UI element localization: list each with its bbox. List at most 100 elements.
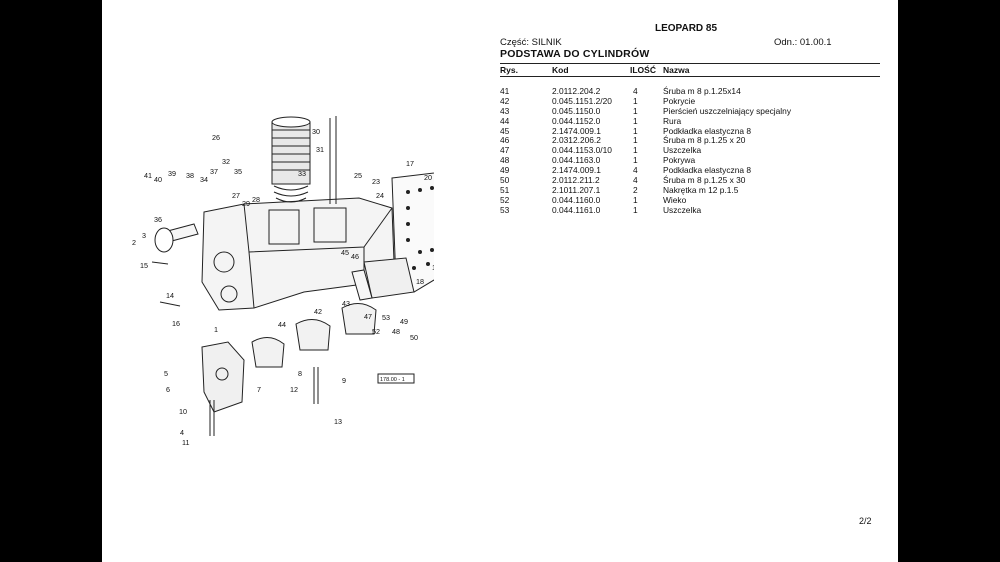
cell-rys: 44 [500, 115, 510, 126]
cell-kod: 0.045.1150.0 [552, 105, 601, 116]
diagram-callout: 11 [182, 438, 189, 447]
cell-nazwa: Pierścień uszczelniający specjalny [663, 105, 792, 116]
table-row: 41 2.0112.204.2 4 Śruba m 8 p.1.25x14 [500, 86, 880, 96]
diagram-callout: 18 [416, 277, 424, 286]
cell-ilosc: 1 [633, 95, 638, 106]
cell-ilosc: 1 [633, 155, 638, 166]
diagram-callout: 9 [342, 376, 346, 385]
diagram-callout: 32 [222, 157, 230, 166]
cell-rys: 47 [500, 145, 510, 156]
diagram-callout: 34 [200, 175, 208, 184]
diagram-callout: 45 [341, 248, 349, 257]
part-label: Część: SILNIK [500, 37, 562, 48]
diagram-callout: 19 [432, 263, 434, 272]
cell-rys: 41 [500, 86, 510, 96]
cell-rys: 43 [500, 105, 510, 116]
diagram-callout: 33 [298, 169, 306, 178]
cell-ilosc: 4 [633, 86, 638, 96]
diagram-callout: 35 [234, 167, 242, 176]
cell-kod: 2.0112.204.2 [552, 86, 601, 96]
cell-rys: 46 [500, 135, 510, 146]
diagram-callout: 15 [140, 261, 148, 270]
diagram-callout: 1 [214, 325, 218, 334]
cell-nazwa: Rura [663, 115, 682, 126]
cell-rys: 53 [500, 204, 510, 215]
diagram-callout: 44 [278, 320, 286, 329]
table-row: 52 0.044.1160.0 1 Wieko [500, 195, 880, 205]
document-title: LEOPARD 85 [655, 23, 718, 34]
diagram-callout: 5 [164, 369, 168, 378]
diagram-callout: 17 [406, 159, 414, 168]
cell-nazwa: Uszczelka [663, 145, 702, 156]
cell-ilosc: 1 [633, 145, 638, 156]
diagram-callout: 13 [334, 417, 342, 426]
cell-rys: 49 [500, 165, 510, 176]
reference-number: Odn.: 01.00.1 [774, 37, 832, 48]
cell-ilosc: 4 [633, 175, 638, 186]
diagram-callout: 28 [252, 195, 260, 204]
cell-kod: 2.0312.206.2 [552, 135, 601, 146]
cell-nazwa: Śruba m 8 p.1.25 x 30 [663, 175, 746, 186]
diagram-callout: 24 [376, 191, 384, 200]
diagram-callout: 31 [316, 145, 324, 154]
diagram-callout: 43 [342, 299, 350, 308]
page-number: 2/2 [859, 516, 872, 526]
diagram-callout: 42 [314, 307, 322, 316]
diagram-callout: 41 [144, 171, 152, 180]
parts-table-header: Rys. Kod ILOŚĆ Nazwa [500, 63, 880, 77]
diagram-callout: 4 [180, 428, 184, 437]
cell-rys: 45 [500, 125, 510, 136]
document-page: LEOPARD 85 Część: SILNIK Odn.: 01.00.1 P… [102, 0, 898, 562]
diagram-callout: 3 [142, 231, 146, 240]
cell-ilosc: 1 [633, 115, 638, 126]
column-header-nazwa: Nazwa [663, 65, 690, 75]
column-header-rys: Rys. [500, 65, 518, 75]
diagram-callout: 20 [424, 173, 432, 182]
cell-nazwa: Wieko [663, 194, 687, 205]
diagram-callout: 47 [364, 312, 372, 321]
cell-kod: 2.1011.207.1 [552, 184, 601, 195]
cell-ilosc: 4 [633, 165, 638, 176]
diagram-callout: 8 [298, 369, 302, 378]
cell-nazwa: Śruba m 8 p.1.25 x 20 [663, 135, 746, 146]
diagram-callout: 10 [179, 407, 187, 416]
cell-ilosc: 1 [633, 194, 638, 205]
diagram-callout: 27 [232, 191, 240, 200]
diagram-callout: 48 [392, 327, 400, 336]
cell-kod: 0.045.1151.2/20 [552, 95, 612, 106]
diagram-callout: 37 [210, 167, 218, 176]
diagram-callout: 12 [290, 385, 298, 394]
cell-nazwa: Śruba m 8 p.1.25x14 [663, 86, 741, 96]
diagram-callout: 25 [354, 171, 362, 180]
table-row: 43 0.045.1150.0 1 Pierścień uszczelniający … [500, 106, 880, 116]
cell-ilosc: 1 [633, 105, 638, 116]
cell-nazwa: Nakrętka m 12 p.1.5 [663, 184, 739, 195]
cell-nazwa: Podkładka elastyczna 8 [663, 125, 751, 136]
column-header-kod: Kod [552, 65, 569, 75]
diagram-callout: 38 [186, 171, 194, 180]
diagram-callout: 39 [168, 169, 176, 178]
diagram-callout: 14 [166, 291, 174, 300]
cell-nazwa: Pokrycie [663, 95, 696, 106]
cell-kod: 0.044.1160.0 [552, 194, 601, 205]
diagram-callout: 53 [382, 313, 390, 322]
cell-rys: 48 [500, 155, 510, 166]
diagram-callout: 36 [154, 215, 162, 224]
diagram-callout: 7 [257, 385, 261, 394]
cell-rys: 42 [500, 95, 510, 106]
diagram-callout: 52 [372, 327, 380, 336]
cell-rys: 52 [500, 194, 510, 205]
cell-nazwa: Podkładka elastyczna 8 [663, 165, 751, 176]
table-row: 42 0.045.1151.2/20 1 Pokrycie [500, 96, 880, 106]
cell-nazwa: Uszczelka [663, 204, 702, 215]
